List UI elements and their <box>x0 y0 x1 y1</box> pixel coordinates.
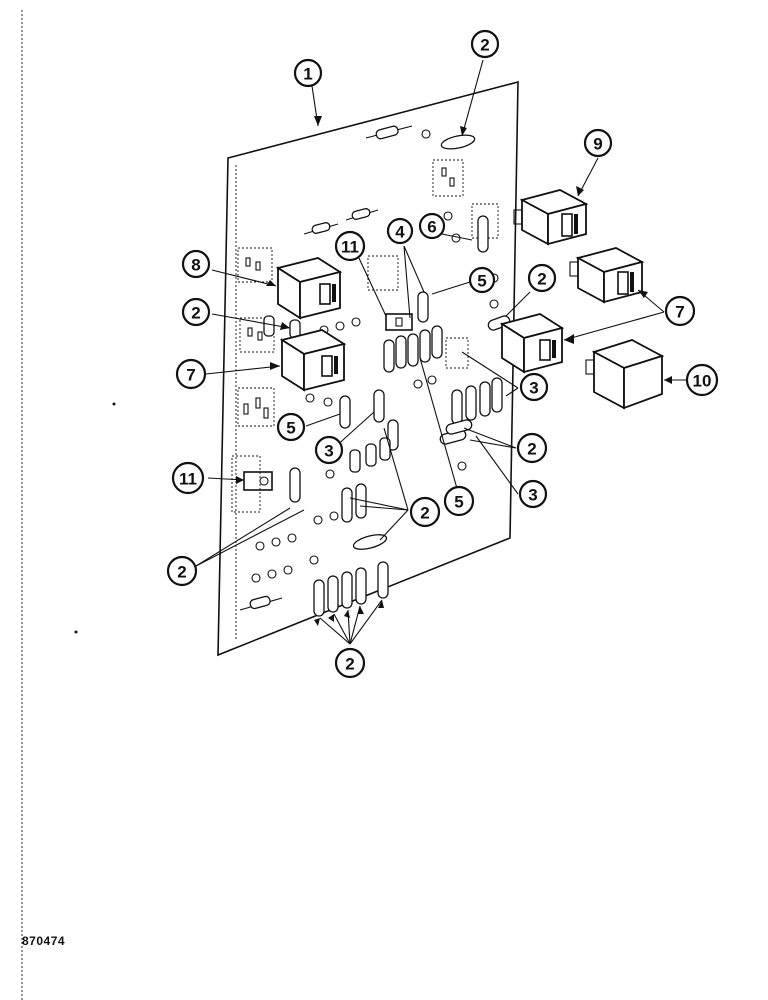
callout-1-label: 1 <box>303 65 312 84</box>
fuse-diode-upper <box>477 215 489 253</box>
callout-5-left: 5 <box>276 412 306 442</box>
callout-3-right-lower: 3 <box>518 479 548 509</box>
callout-4: 4 <box>386 217 414 245</box>
fuse-row-center <box>383 291 443 373</box>
callout-2-right-upper-label: 2 <box>537 270 546 289</box>
resistor-top <box>365 125 413 140</box>
resistor-bottom <box>239 595 283 611</box>
callout-10: 10 <box>685 363 719 397</box>
callout-2-top-label: 2 <box>480 36 489 55</box>
relay-9 <box>513 189 589 246</box>
callout-5-upper-label: 5 <box>477 272 486 291</box>
arrowheads <box>236 116 672 626</box>
callout-5-lower: 5 <box>443 485 475 517</box>
oval-fuse-top <box>440 134 476 150</box>
callout-5-lower-label: 5 <box>454 493 463 512</box>
callout-2-left: 2 <box>181 297 211 327</box>
callout-5-upper: 5 <box>468 266 496 294</box>
callout-3-center-label: 3 <box>324 442 333 461</box>
callout-7-left-label: 7 <box>186 366 195 385</box>
callout-2-bottom-label: 2 <box>345 655 354 674</box>
callout-7-right: 7 <box>664 295 696 327</box>
drawing-number: 870474 <box>22 934 66 948</box>
relay-7-left <box>279 329 347 392</box>
fuse-row-bottom <box>313 561 389 617</box>
callout-3-right-lower-label: 3 <box>528 486 537 505</box>
callout-8-label: 8 <box>191 256 200 275</box>
callout-2-left-label: 2 <box>191 304 200 323</box>
callout-5-left-label: 5 <box>286 419 295 438</box>
relay-socket-top <box>432 159 464 197</box>
callout-2-right-mid: 2 <box>516 432 548 464</box>
relay-7-board <box>499 313 565 374</box>
callout-11-top-label: 11 <box>341 238 359 257</box>
callout-10-label: 10 <box>693 372 712 391</box>
relay-socket-mid-left <box>239 317 275 353</box>
terminal-block-upper <box>385 313 413 331</box>
callout-2-lower-left: 2 <box>166 555 198 587</box>
margin-marks <box>21 10 116 1000</box>
callout-11-left: 11 <box>171 461 205 495</box>
callout-11-top: 11 <box>334 230 366 262</box>
fuse-column-center <box>339 389 399 473</box>
callout-9-label: 9 <box>593 135 602 154</box>
callout-6: 6 <box>418 212 446 240</box>
callout-1: 1 <box>293 58 323 88</box>
leader-lines <box>195 59 686 645</box>
callout-3-right-upper-label: 3 <box>529 379 538 398</box>
relay-7-loose <box>569 247 645 304</box>
relay-socket-lower-left <box>237 387 275 427</box>
relay-socket-upper-left <box>237 247 273 283</box>
callout-7-right-label: 7 <box>675 303 684 322</box>
callout-2-lower-left-label: 2 <box>177 563 186 582</box>
callout-2-top: 2 <box>470 29 500 59</box>
fuse-row-right <box>451 377 503 425</box>
callout-7-left: 7 <box>175 358 207 390</box>
relay-8 <box>275 257 343 320</box>
callout-8: 8 <box>181 249 211 279</box>
relay-10 <box>585 339 665 410</box>
circuit-board <box>217 80 519 657</box>
oval-fuse-bottom <box>352 534 388 550</box>
terminal-block-left <box>243 471 273 491</box>
callout-2-center-label: 2 <box>420 504 429 523</box>
fuse-single-left <box>289 467 301 503</box>
callout-9: 9 <box>583 128 613 158</box>
resistor-upper-left-2 <box>345 208 379 221</box>
callout-2-center: 2 <box>409 496 441 528</box>
callout-4-label: 4 <box>395 223 405 242</box>
callout-2-right-mid-label: 2 <box>527 440 536 459</box>
fuse-pair-lower <box>341 483 367 523</box>
callout-11-left-label: 11 <box>179 470 197 489</box>
callout-6-label: 6 <box>427 218 436 237</box>
callout-2-bottom: 2 <box>334 647 366 679</box>
callout-2-right-upper: 2 <box>527 263 557 293</box>
callout-3-right-upper: 3 <box>519 372 549 402</box>
callout-3-center: 3 <box>314 435 344 465</box>
resistor-upper-left-1 <box>303 222 339 235</box>
